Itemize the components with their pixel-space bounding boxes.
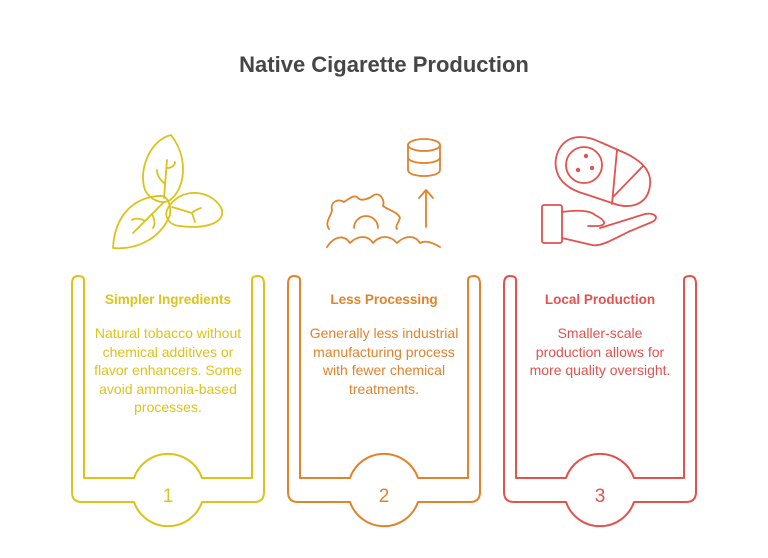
step-1-frame xyxy=(71,275,265,528)
step-1-number: 1 xyxy=(162,486,174,507)
step-2-heading: Less Processing xyxy=(330,292,438,307)
step-frame-outline xyxy=(71,275,265,528)
gear-database-arrow-icon xyxy=(326,138,441,248)
step-3-number: 3 xyxy=(594,486,606,507)
step-2-number: 2 xyxy=(378,486,390,507)
step-frame-outline xyxy=(503,275,697,528)
hand-holding-product-icon xyxy=(541,136,657,247)
step-3-frame xyxy=(503,275,697,528)
step-3-heading: Local Production xyxy=(544,292,656,307)
step-3-body: Smaller-scale production allows for more… xyxy=(529,325,671,378)
step-2-body: Generally less industrial manufacturing … xyxy=(309,325,459,397)
step-frame-outline xyxy=(287,275,481,528)
step-1-heading: Simpler Ingredients xyxy=(104,292,232,307)
leaves-icon xyxy=(112,134,223,250)
step-2-frame xyxy=(287,275,481,528)
page-title: Native Cigarette Production xyxy=(239,52,529,77)
step-1-body: Natural tobacco without chemical additiv… xyxy=(94,325,242,415)
